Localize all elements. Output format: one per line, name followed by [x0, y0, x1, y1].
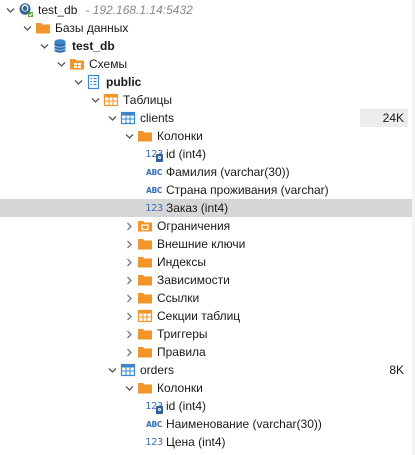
table-name: orders: [140, 363, 175, 377]
folder-icon: [137, 344, 153, 360]
tree-node-columns[interactable]: Колонки: [0, 127, 412, 145]
numeric-icon: 123: [145, 436, 163, 448]
tree-node-database[interactable]: test_db: [0, 37, 412, 55]
connection-address: - 192.168.1.14:5432: [85, 3, 193, 17]
folder-label: Ограничения: [157, 219, 231, 233]
chevron-down-icon[interactable]: [106, 109, 118, 127]
databases-label: Базы данных: [55, 21, 129, 35]
folder-icon: [137, 236, 153, 252]
chevron-down-icon[interactable]: [55, 55, 67, 73]
table-size: 8K: [389, 363, 404, 377]
tree-node-schema-public[interactable]: public: [0, 73, 412, 91]
numeric-key-icon: 123: [145, 146, 163, 162]
chevron-right-icon[interactable]: [123, 271, 135, 289]
tree-node-column[interactable]: ABC Фамилия (varchar(30)): [0, 163, 412, 181]
tree-node-triggers[interactable]: Триггеры: [0, 325, 412, 343]
column-label: Наименование (varchar(30)): [166, 417, 322, 431]
tree-node-column[interactable]: 123 Цена (int4): [0, 433, 412, 451]
folder-icon: [137, 380, 153, 396]
column-label: Страна проживания (varchar): [166, 183, 329, 197]
chevron-down-icon[interactable]: [123, 379, 135, 397]
chevron-right-icon[interactable]: [123, 235, 135, 253]
chevron-down-icon[interactable]: [21, 19, 33, 37]
database-name: test_db: [72, 39, 115, 53]
chevron-right-icon[interactable]: [123, 325, 135, 343]
folder-icon: [137, 290, 153, 306]
tree-node-column[interactable]: ABC Страна проживания (varchar): [0, 181, 412, 199]
table-icon: [120, 362, 136, 378]
chevron-right-icon[interactable]: [123, 343, 135, 361]
tree-node-column[interactable]: 123 id (int4): [0, 145, 412, 163]
numeric-key-icon: 123: [145, 398, 163, 414]
tree-node-dependencies[interactable]: Зависимости: [0, 271, 412, 289]
tables-label: Таблицы: [123, 93, 173, 107]
table-icon: [120, 110, 136, 126]
partitions-folder-icon: [137, 308, 153, 324]
tree-node-table-orders[interactable]: orders 8K: [0, 361, 412, 379]
columns-label: Колонки: [157, 129, 203, 143]
folder-icon: [137, 272, 153, 288]
text-icon: ABC: [145, 167, 163, 177]
tree-node-columns[interactable]: Колонки: [0, 379, 412, 397]
folder-icon: [137, 326, 153, 342]
chevron-down-icon[interactable]: [72, 73, 84, 91]
chevron-down-icon[interactable]: [123, 127, 135, 145]
column-label: Фамилия (varchar(30)): [166, 165, 290, 179]
connection-name: test_db: [38, 3, 78, 17]
schemas-label: Схемы: [89, 57, 128, 71]
folder-label: Ссылки: [157, 291, 200, 305]
tree-node-column[interactable]: 123 id (int4): [0, 397, 412, 415]
column-label: Цена (int4): [166, 435, 226, 449]
tree-node-indexes[interactable]: Индексы: [0, 253, 412, 271]
column-label: id (int4): [166, 147, 207, 161]
database-icon: [52, 38, 68, 54]
columns-label: Колонки: [157, 381, 203, 395]
tree-node-schemas[interactable]: Схемы: [0, 55, 412, 73]
chevron-down-icon[interactable]: [38, 37, 50, 55]
schemas-folder-icon: [69, 56, 85, 72]
chevron-down-icon[interactable]: [4, 1, 16, 19]
tree-node-foreign-keys[interactable]: Внешние ключи: [0, 235, 412, 253]
numeric-icon: 123: [145, 202, 163, 214]
chevron-down-icon[interactable]: [106, 361, 118, 379]
folder-icon: [137, 254, 153, 270]
tree-node-column-selected[interactable]: 123 Заказ (int4): [0, 199, 412, 217]
folder-label: Зависимости: [157, 273, 230, 287]
postgresql-connection-icon: [18, 2, 34, 18]
tree-node-partitions[interactable]: Секции таблиц: [0, 307, 412, 325]
chevron-down-icon[interactable]: [89, 91, 101, 109]
scrollbar-track[interactable]: [412, 0, 415, 455]
table-size: 24K: [360, 109, 408, 127]
text-icon: ABC: [145, 185, 163, 195]
table-name: clients: [140, 111, 175, 125]
column-label: id (int4): [166, 399, 207, 413]
tree-node-references[interactable]: Ссылки: [0, 289, 412, 307]
tree-node-connection[interactable]: test_db - 192.168.1.14:5432: [0, 1, 412, 19]
tree-node-constraints[interactable]: Ограничения: [0, 217, 412, 235]
folder-label: Индексы: [157, 255, 206, 269]
tree-node-databases[interactable]: Базы данных: [0, 19, 412, 37]
tree-node-table-clients[interactable]: clients 24K: [0, 109, 412, 127]
tables-folder-icon: [103, 92, 119, 108]
column-label: Заказ (int4): [166, 201, 229, 215]
tree-node-tables[interactable]: Таблицы: [0, 91, 412, 109]
schema-name: public: [106, 75, 142, 89]
folder-icon: [35, 20, 51, 36]
chevron-right-icon[interactable]: [123, 217, 135, 235]
tree-node-rules[interactable]: Правила: [0, 343, 412, 361]
folder-label: Триггеры: [157, 327, 208, 341]
tree-node-column[interactable]: ABC Наименование (varchar(30)): [0, 415, 412, 433]
schema-icon: [86, 74, 102, 90]
folder-icon: [137, 128, 153, 144]
folder-label: Внешние ключи: [157, 237, 246, 251]
chevron-right-icon[interactable]: [123, 289, 135, 307]
folder-label: Секции таблиц: [157, 309, 241, 323]
constraints-folder-icon: [137, 218, 153, 234]
folder-label: Правила: [157, 345, 206, 359]
chevron-right-icon[interactable]: [123, 253, 135, 271]
chevron-right-icon[interactable]: [123, 307, 135, 325]
text-icon: ABC: [145, 419, 163, 429]
